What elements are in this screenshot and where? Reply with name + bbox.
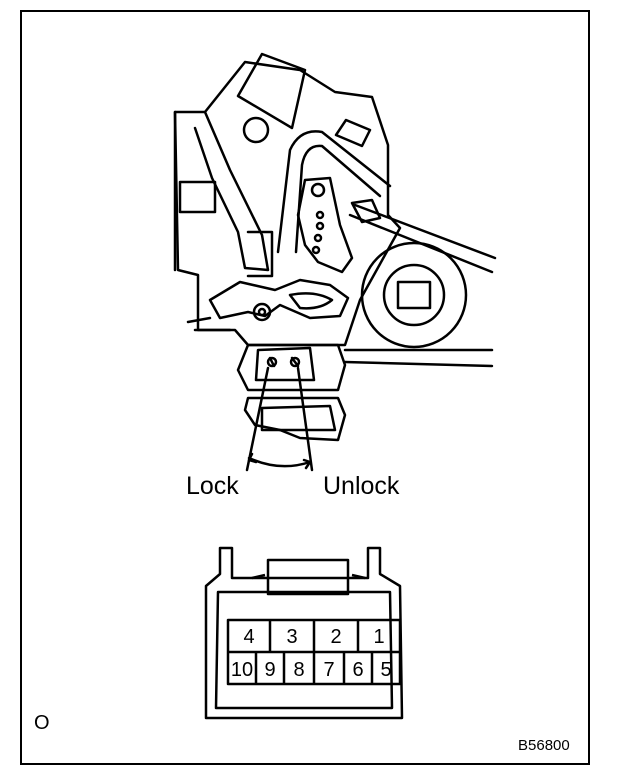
pin-label: 4 xyxy=(243,626,254,648)
unlock-label: Unlock xyxy=(323,472,400,500)
pin-label: 8 xyxy=(293,659,304,681)
pin-label: 1 xyxy=(373,626,384,648)
figure-code: B56800 xyxy=(518,737,570,754)
diagram-frame xyxy=(20,10,590,765)
pin-label: 9 xyxy=(264,659,275,681)
corner-mark: O xyxy=(34,712,50,734)
connector-pin-labels: 4 3 2 1 10 9 8 7 6 5 xyxy=(231,626,392,681)
pin-label: 6 xyxy=(352,659,363,681)
pin-label: 2 xyxy=(330,626,341,648)
lock-label: Lock xyxy=(186,472,239,500)
pin-label: 7 xyxy=(323,659,334,681)
pin-label: 5 xyxy=(380,659,391,681)
pin-label: 10 xyxy=(231,659,253,681)
pin-label: 3 xyxy=(286,626,297,648)
